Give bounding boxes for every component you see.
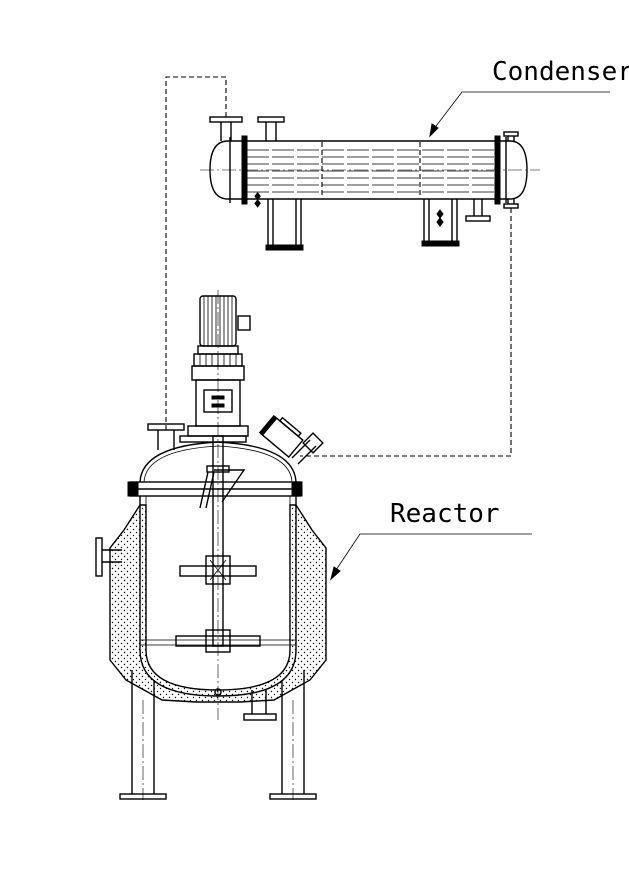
reactor-sight-glass [258, 415, 304, 458]
agitator-upper-impeller [179, 555, 257, 585]
condenser-unit [200, 116, 540, 251]
reactor-bottom-outlet [214, 688, 277, 721]
condenser-support-right [421, 199, 460, 247]
jacket-side-nozzle [95, 537, 122, 577]
agitator-motor [193, 295, 251, 367]
condenser-inlet-nozzle [209, 116, 243, 141]
vapor-pipe [165, 76, 227, 432]
reactor-leg-right [269, 670, 317, 800]
condenser-label: Condenser [492, 57, 629, 87]
condenser-callout: Condenser [429, 57, 629, 138]
condenser-water-inlet [465, 199, 491, 222]
condenser-support-left [254, 191, 304, 251]
reactor-top-head [139, 441, 297, 483]
agitator-lower-impeller [175, 629, 261, 653]
reflux-pipe [300, 208, 512, 457]
reactor-reflux-nozzle [291, 432, 324, 465]
reactor-label: Reactor [390, 499, 500, 529]
reactor-leg-left [119, 670, 167, 800]
condenser-vent-nozzle [257, 116, 285, 141]
reactor-callout: Reactor [330, 499, 532, 581]
reactor-vapor-nozzle [147, 423, 185, 450]
internal-feed-pipe [199, 469, 246, 509]
reducer-frame [179, 365, 249, 443]
